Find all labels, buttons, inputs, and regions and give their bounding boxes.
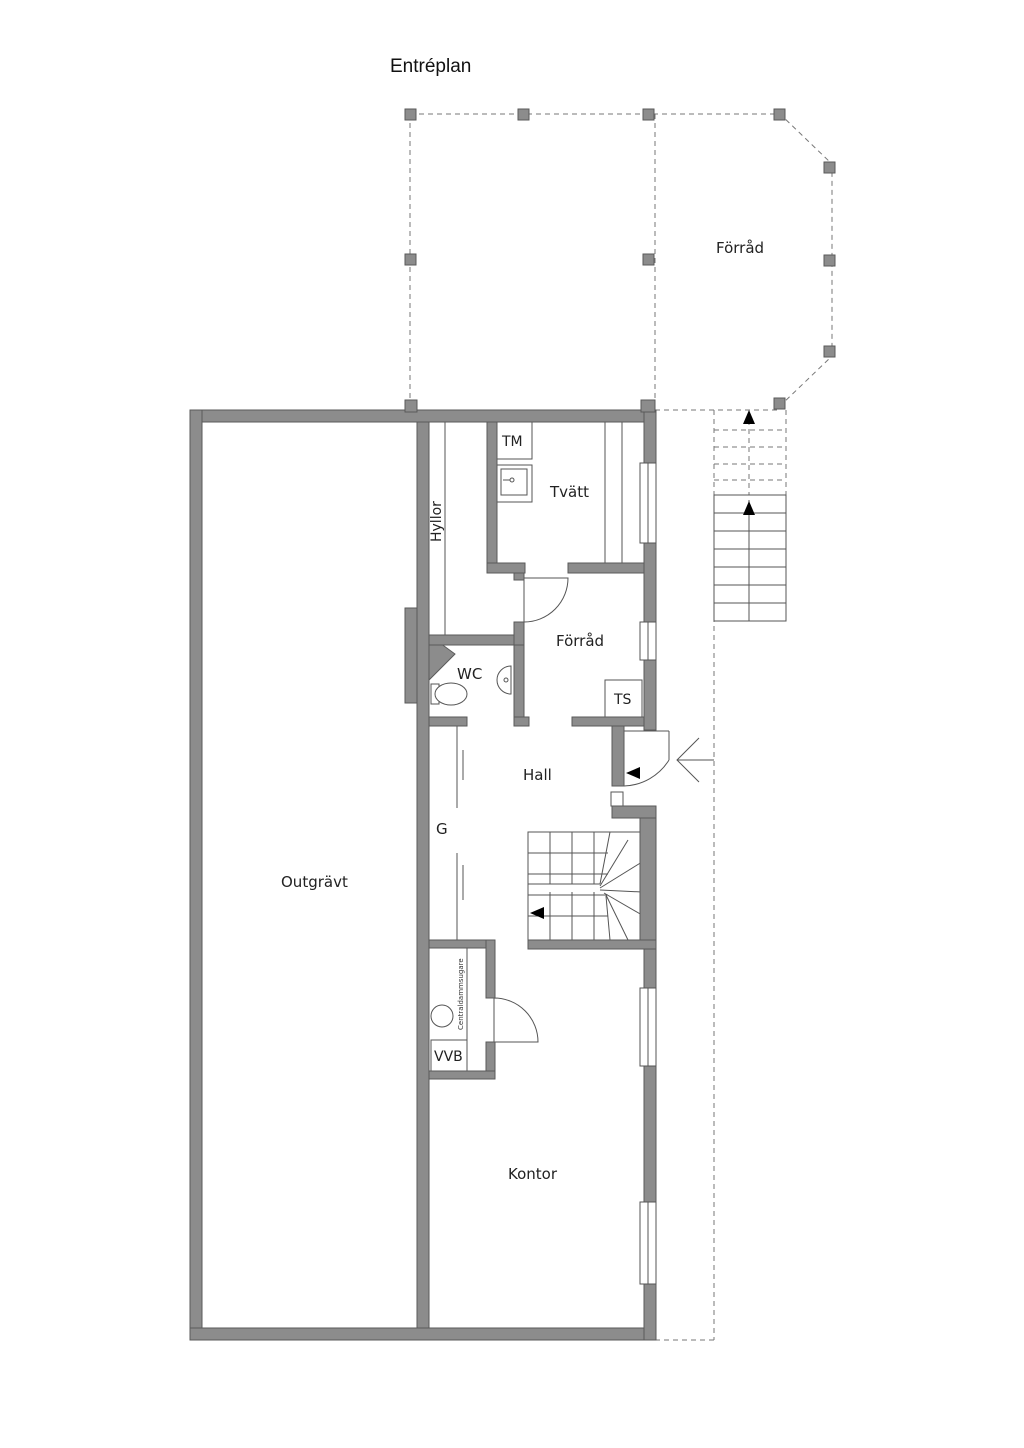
room-label-g: G [436, 820, 448, 838]
outdoor-stairs [655, 410, 787, 1341]
outdoor-pergola [404, 108, 836, 411]
room-label-vvb: VVB [434, 1049, 463, 1065]
room-label-hyllor: Hyllor [429, 501, 445, 542]
room-label-centraldammsugare: Centraldammsugare [457, 958, 465, 1030]
room-label-wc: WC [457, 665, 482, 683]
interior-details [430, 421, 714, 1072]
floor-title: Entréplan [390, 56, 471, 77]
room-label-hall: Hall [523, 766, 552, 784]
room-label-forrad-outdoor: Förråd [716, 239, 764, 257]
room-label-forrad: Förråd [556, 632, 604, 650]
room-label-tvatt: Tvätt [549, 483, 589, 501]
room-label-ts: TS [613, 692, 632, 708]
room-label-tm: TM [501, 434, 523, 450]
windows [639, 462, 657, 1285]
room-label-kontor: Kontor [508, 1165, 558, 1183]
room-label-outgravt: Outgrävt [281, 873, 348, 891]
walls [189, 399, 657, 1341]
